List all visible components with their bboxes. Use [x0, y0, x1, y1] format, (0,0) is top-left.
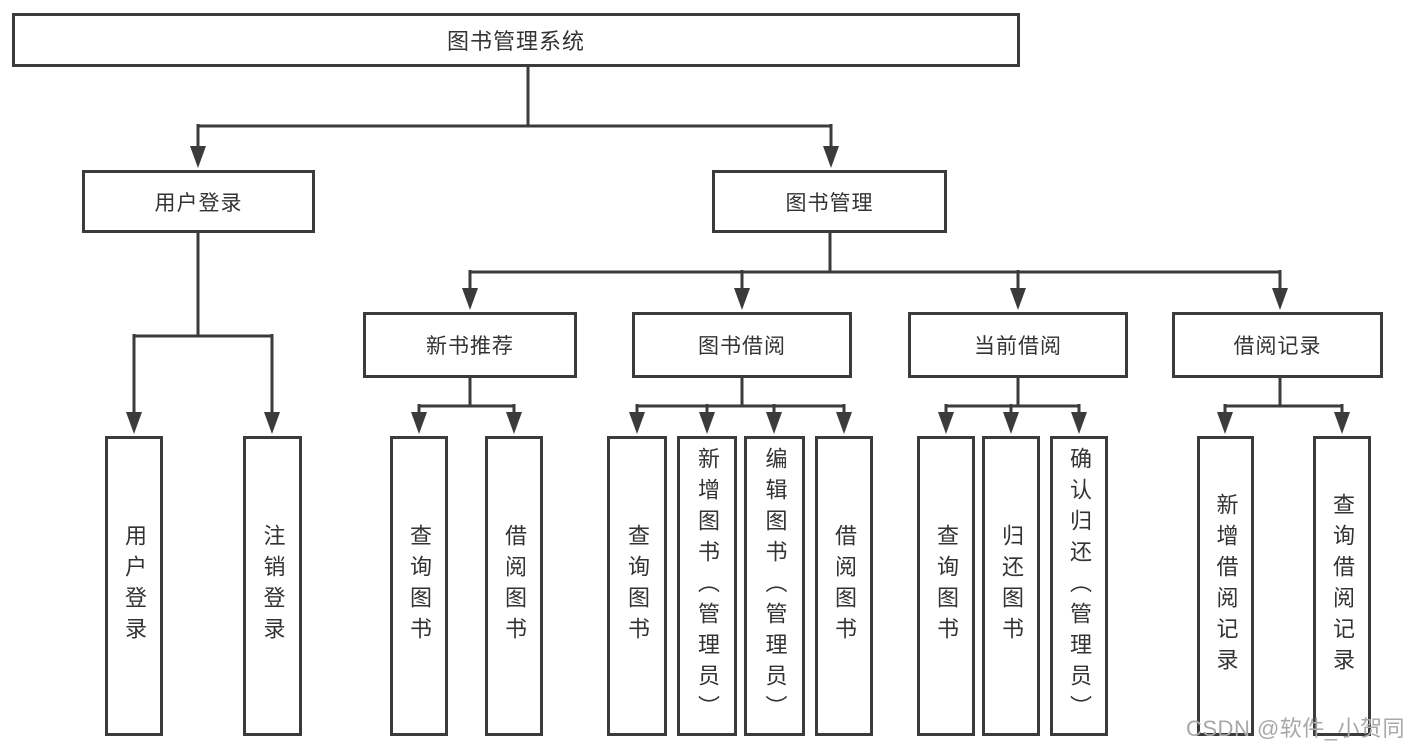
node-label: 查询图书 — [407, 524, 432, 648]
node-label: 查询图书 — [934, 524, 959, 648]
node-label: 新增图书（管理员） — [695, 446, 720, 726]
node-new-book-recommend: 新书推荐 — [363, 312, 577, 378]
node-book-borrow: 图书借阅 — [632, 312, 852, 378]
node-label: 借阅图书 — [832, 524, 857, 648]
connector-book-borrow-split — [629, 378, 852, 434]
node-label: 新增借阅记录 — [1213, 493, 1239, 679]
node-book-management: 图书管理 — [712, 170, 947, 233]
leaf-borrow-edit-books-admin: 编辑图书（管理员） — [744, 436, 805, 736]
node-user-login: 用户登录 — [82, 170, 315, 233]
node-label: 图书管理 — [785, 191, 874, 215]
node-label: 新书推荐 — [426, 335, 514, 358]
node-label: 用户登录 — [154, 191, 243, 215]
node-current-borrow: 当前借阅 — [908, 312, 1128, 378]
node-label: 当前借阅 — [974, 335, 1062, 358]
node-label: 用户登录 — [122, 524, 147, 648]
node-label: 确认归还（管理员） — [1067, 446, 1092, 726]
connector-borrow-records-split — [1217, 378, 1350, 434]
leaf-logout: 注销登录 — [243, 436, 302, 736]
leaf-current-return-books: 归还图书 — [982, 436, 1040, 736]
leaf-newbook-borrow-books: 借阅图书 — [485, 436, 543, 736]
leaf-record-query-borrow-record: 查询借阅记录 — [1313, 436, 1371, 736]
leaf-borrow-query-books: 查询图书 — [607, 436, 667, 736]
node-root: 图书管理系统 — [12, 13, 1020, 67]
node-label: 查询图书 — [625, 524, 650, 648]
leaf-record-add-borrow-record: 新增借阅记录 — [1197, 436, 1254, 736]
node-borrow-records: 借阅记录 — [1172, 312, 1383, 378]
connector-root-split — [190, 66, 839, 168]
leaf-newbook-query-books: 查询图书 — [390, 436, 448, 736]
connector-new-book-split — [411, 378, 522, 434]
connector-current-borrow-split — [938, 378, 1087, 434]
node-label: 借阅图书 — [502, 524, 527, 648]
node-label: 图书借阅 — [698, 335, 786, 358]
leaf-borrow-borrow-books: 借阅图书 — [815, 436, 873, 736]
leaf-user-login: 用户登录 — [105, 436, 163, 736]
leaf-current-confirm-return-admin: 确认归还（管理员） — [1050, 436, 1108, 736]
csdn-watermark: CSDN @软件_小贺同学 — [1186, 716, 1405, 741]
node-label: 图书管理系统 — [446, 29, 585, 54]
leaf-current-query-books: 查询图书 — [917, 436, 975, 736]
node-label: 归还图书 — [999, 524, 1024, 648]
connector-book-management-split — [462, 233, 1288, 310]
leaf-borrow-add-books-admin: 新增图书（管理员） — [677, 436, 737, 736]
node-label: 借阅记录 — [1233, 335, 1322, 358]
node-label: 编辑图书（管理员） — [762, 446, 788, 726]
node-label: 查询借阅记录 — [1330, 493, 1355, 679]
connector-user-login-split — [126, 233, 280, 434]
node-label: 注销登录 — [260, 524, 286, 648]
